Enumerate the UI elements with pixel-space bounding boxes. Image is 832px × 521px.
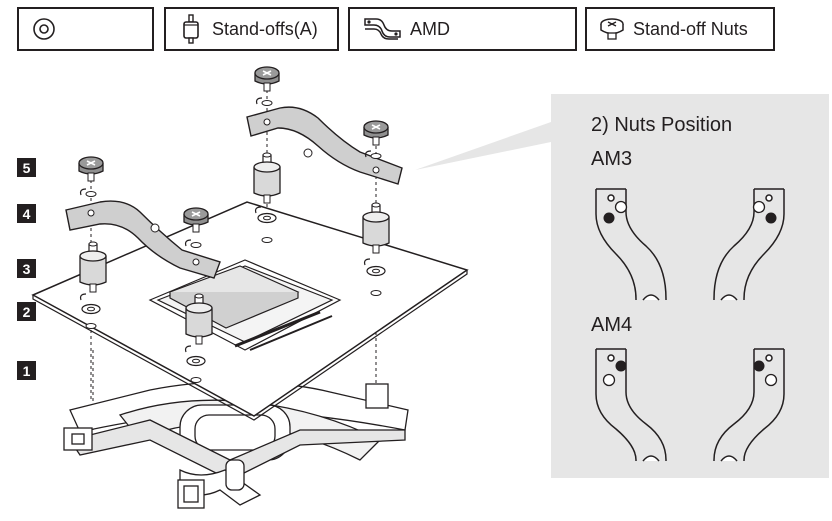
legend-amd-box: AMD — [348, 7, 577, 51]
legend-nut-box: Stand-off Nuts — [585, 7, 775, 51]
am4-label: AM4 — [591, 314, 633, 336]
step-4-badge: 4 — [17, 204, 36, 223]
step-3-badge: 3 — [17, 259, 36, 278]
am4-left-nut-dot — [615, 360, 627, 372]
legend-standoff-label: Stand-offs(A) — [212, 18, 318, 39]
legend-nut-label: Stand-off Nuts — [633, 18, 748, 39]
amd-bracket-left — [65, 200, 221, 279]
circle-ring-icon — [31, 15, 57, 43]
nuts-position-diagrams — [595, 188, 785, 462]
am3-label: AM3 — [591, 148, 633, 170]
amd-bracket-right — [246, 106, 403, 185]
am4-right-nut-dot — [753, 360, 765, 372]
legend-standoff-box: Stand-offs(A) — [164, 7, 339, 51]
cpu-socket — [148, 259, 342, 351]
step-5-badge: 5 — [17, 158, 36, 177]
am3-right-nut-dot — [765, 212, 777, 224]
standoff-icon — [178, 14, 204, 44]
legend-washer-box — [17, 7, 154, 51]
step-2-badge: 2 — [17, 302, 36, 321]
nuts-position-panel: 2) Nuts Position AM3 AM4 — [551, 94, 829, 478]
panel-title: 2) Nuts Position — [591, 114, 733, 136]
legend-amd-label: AMD — [410, 18, 450, 39]
standoff-nut-icon — [599, 15, 625, 43]
am3-left-nut-dot — [603, 212, 615, 224]
step-1-badge: 1 — [17, 361, 36, 380]
amd-bracket-icon — [362, 15, 402, 43]
